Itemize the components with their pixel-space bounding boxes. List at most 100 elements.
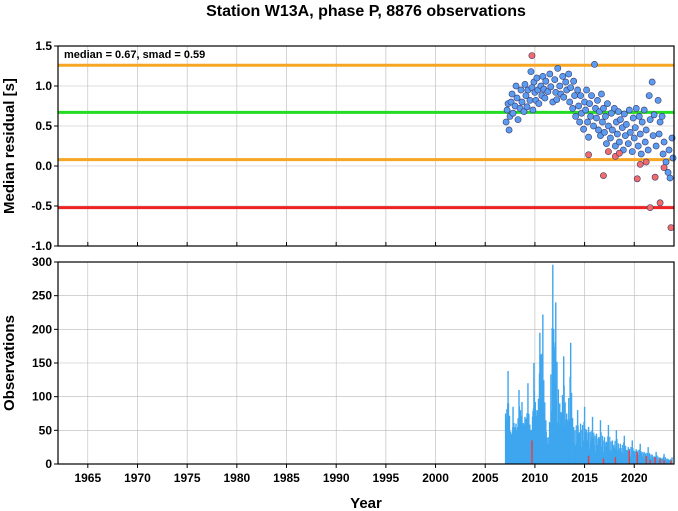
- data-point: [640, 106, 648, 114]
- data-point: [603, 140, 610, 147]
- y-tick-label: 1.0: [35, 79, 52, 93]
- histogram-bar: [575, 425, 577, 464]
- histogram-bar: [655, 451, 657, 464]
- histogram-bar: [555, 302, 557, 464]
- data-point: [604, 100, 611, 107]
- data-point: [541, 94, 549, 102]
- data-point: [665, 146, 673, 154]
- histogram-bar: [536, 410, 538, 464]
- outlier-point: [600, 172, 607, 179]
- histogram-bar: [648, 452, 651, 464]
- data-point: [585, 133, 592, 141]
- x-tick-label: 1970: [124, 471, 151, 485]
- histogram-bar: [602, 452, 604, 464]
- outlier-bar: [649, 459, 651, 464]
- histogram-bar: [627, 447, 629, 464]
- histogram-bar: [631, 440, 633, 464]
- data-point: [574, 86, 582, 94]
- histogram-bar: [557, 389, 560, 464]
- x-tick-label: 2010: [522, 471, 549, 485]
- data-point: [656, 118, 664, 126]
- data-point: [576, 118, 584, 126]
- histogram-bar: [642, 456, 644, 464]
- histogram-bar: [666, 458, 668, 464]
- outlier-point: [585, 151, 592, 159]
- histogram-bar: [609, 450, 612, 464]
- histogram-bar: [590, 431, 592, 464]
- data-point: [600, 105, 607, 112]
- chart-title: Station W13A, phase P, 8876 observations: [206, 3, 526, 20]
- histogram-bar: [640, 453, 643, 464]
- histogram-bar: [579, 423, 582, 464]
- data-point: [529, 106, 537, 114]
- data-point: [655, 130, 663, 138]
- data-point: [571, 92, 579, 99]
- data-point: [666, 174, 674, 182]
- data-point: [546, 70, 554, 78]
- histogram-bar: [549, 422, 551, 464]
- histogram-bar: [585, 431, 587, 464]
- histogram-bar: [634, 451, 636, 464]
- histogram-bar: [593, 432, 595, 464]
- plot-frame: [57, 45, 675, 247]
- histogram-bar: [653, 456, 655, 464]
- histogram-bar: [507, 371, 509, 464]
- data-point: [590, 122, 597, 130]
- outlier-point: [605, 148, 612, 155]
- histogram-bar: [667, 458, 669, 464]
- data-point: [562, 78, 570, 86]
- data-point: [533, 74, 541, 82]
- outlier-bar: [587, 455, 590, 464]
- data-point: [572, 113, 580, 120]
- outlier-bar: [663, 459, 665, 464]
- histogram-bar: [622, 453, 624, 464]
- histogram-bar: [625, 445, 627, 464]
- y-tick-label: -0.5: [31, 199, 52, 213]
- data-point: [518, 98, 526, 106]
- x-tick-label: 1980: [223, 471, 250, 485]
- data-point: [514, 116, 522, 123]
- histogram-bar: [539, 332, 541, 464]
- histogram-bar: [589, 432, 591, 464]
- data-point: [628, 148, 636, 155]
- data-point: [593, 114, 600, 122]
- histogram-bar: [552, 264, 554, 464]
- histogram-bar: [626, 450, 628, 464]
- data-point: [641, 138, 649, 146]
- histogram-bar: [585, 429, 588, 464]
- data-point: [566, 98, 574, 106]
- x-tick-label: 1985: [273, 471, 300, 485]
- outlier-point: [660, 164, 668, 171]
- y-tick-label: 150: [32, 356, 52, 370]
- data-point: [614, 108, 622, 115]
- histogram-bar: [601, 446, 603, 464]
- y-tick-label: 0: [45, 457, 52, 471]
- histogram-bar: [561, 395, 563, 464]
- histogram-bar: [599, 420, 602, 464]
- data-point: [649, 132, 657, 139]
- histogram-bar: [542, 314, 544, 464]
- data-point: [638, 118, 646, 126]
- histogram-bar: [594, 435, 596, 464]
- histogram-bar: [597, 445, 599, 464]
- histogram-bar: [568, 397, 570, 464]
- histogram-bar: [597, 437, 600, 464]
- x-tick-label: 1995: [373, 471, 400, 485]
- y-tick-label: 0.5: [35, 119, 52, 133]
- histogram-bar: [639, 443, 641, 464]
- data-point: [659, 150, 667, 158]
- histogram-bar: [615, 430, 618, 464]
- data-point: [608, 109, 615, 117]
- data-point: [569, 105, 577, 112]
- histogram-bar: [587, 426, 590, 464]
- data-point: [632, 105, 640, 112]
- outlier-bar: [659, 458, 661, 464]
- y-axis-label: Observations: [1, 315, 18, 411]
- data-point: [560, 93, 568, 101]
- histogram-bar: [671, 457, 673, 464]
- data-point: [527, 68, 535, 75]
- histogram-bar: [510, 433, 512, 464]
- data-point: [625, 106, 633, 114]
